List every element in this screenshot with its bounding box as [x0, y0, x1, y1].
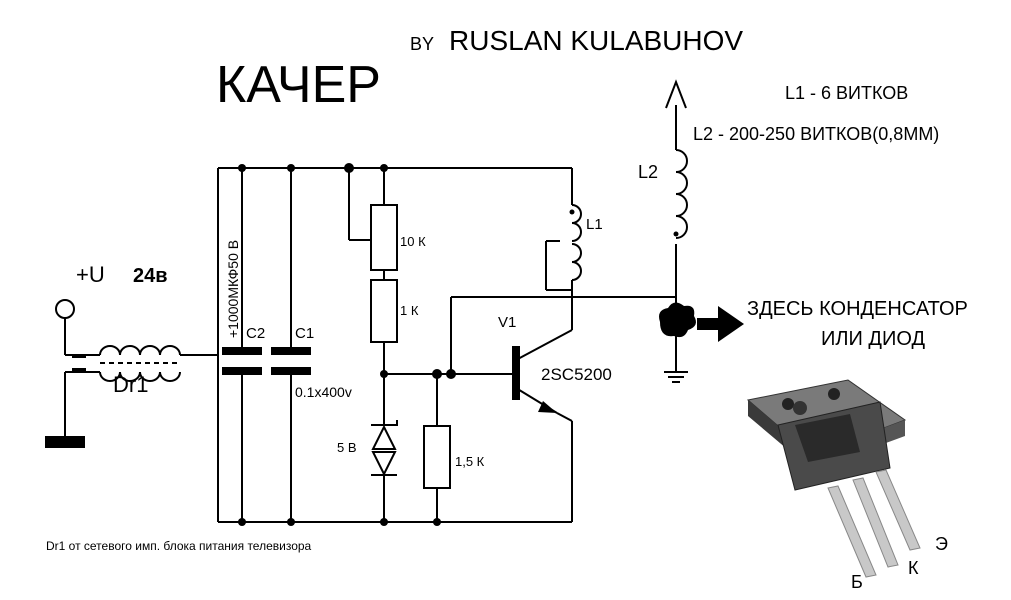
capacitor-c1-plate: [271, 347, 311, 355]
coil-dot: [673, 231, 679, 237]
capacitor-c2-plate: [222, 367, 262, 375]
c1-label: C1: [295, 325, 314, 342]
choke-note: Dr1 от сетевого имп. блока питания телев…: [46, 539, 312, 553]
resistor-10k: [370, 204, 398, 271]
choke-label: Dr1: [113, 372, 148, 397]
note-line1: ЗДЕСЬ КОНДЕНСАТОР: [747, 298, 968, 320]
resistor-1k-label: 1 К: [400, 303, 419, 318]
zener-label: 5 В: [337, 440, 357, 455]
supply-voltage: 24в: [133, 265, 168, 287]
l2-winding-note: L2 - 200-250 ВИТКОВ(0,8ММ): [693, 124, 939, 144]
capacitor-c1-plate: [271, 367, 311, 375]
c1-value: 0.1х400v: [295, 384, 352, 400]
transistor-base-bar: [512, 346, 520, 400]
transistor-package-illustration: [746, 379, 921, 578]
choke-dr1: [99, 345, 181, 382]
diagram-title: КАЧЕР: [216, 56, 381, 114]
pin-e-label: Э: [935, 534, 948, 554]
choke-mark: [72, 354, 86, 358]
pin-k-label: К: [908, 558, 919, 578]
c2-value: +1000МКФ50 В: [225, 240, 241, 338]
wires: [64, 105, 688, 523]
author-prefix: BY: [410, 34, 434, 54]
capacitor-c2-plate: [222, 347, 262, 355]
emitter-arrow-icon: [538, 401, 557, 413]
supply-label: +U: [76, 262, 105, 287]
note-line2: ИЛИ ДИОД: [821, 328, 925, 350]
choke-mark: [72, 368, 86, 372]
coil-l1: [571, 204, 582, 281]
mark-blob-icon: [659, 302, 696, 338]
coil-l2: [675, 149, 688, 239]
l1-winding-note: L1 - 6 ВИТКОВ: [785, 83, 908, 103]
antenna-arrow-icon: [665, 79, 687, 109]
transistor-label: V1: [498, 314, 516, 331]
zener-diode-icon: [371, 420, 398, 477]
supply-terminal-icon: [55, 299, 75, 319]
coil-l2-label: L2: [638, 162, 658, 182]
junction-dots: [238, 163, 456, 526]
resistor-1-5k-label: 1,5 К: [455, 454, 485, 469]
transistor-part: 2SC5200: [541, 365, 612, 384]
pin-b-label: Б: [851, 572, 863, 592]
author-name: RUSLAN KULABUHOV: [449, 25, 743, 56]
coil-l1-label: L1: [586, 216, 603, 233]
pointer-arrow-icon: [697, 306, 744, 342]
resistor-10k-label: 10 К: [400, 234, 426, 249]
ground-icon: [45, 436, 85, 448]
coil-dot: [569, 209, 575, 215]
c2-label: C2: [246, 325, 265, 342]
resistor-1k: [370, 279, 398, 343]
resistor-1-5k: [423, 425, 451, 489]
